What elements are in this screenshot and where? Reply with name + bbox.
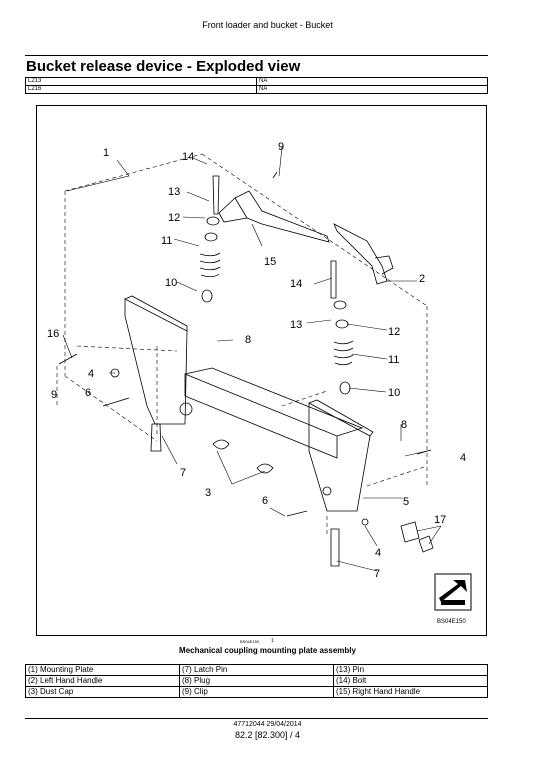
callout-label: 4 (460, 452, 466, 464)
value-cell: NA (256, 77, 488, 86)
exploded-view-diagram: 1 2 3 4 4 4 5 6 6 7 7 8 8 9 9 10 10 11 1… (36, 105, 487, 636)
callout-label: 17 (434, 514, 446, 526)
callout-label: 9 (278, 141, 284, 153)
callout-label: 8 (401, 419, 407, 431)
legend-cell: (1) Mounting Plate (25, 664, 180, 676)
callout-label: 7 (180, 467, 186, 479)
callout-label: 15 (264, 256, 276, 268)
callout-label: 10 (388, 387, 400, 399)
callout-label: 6 (262, 495, 268, 507)
callout-label: 16 (47, 328, 59, 340)
footer-page-number: 82.2 [82.300] / 4 (234, 730, 301, 740)
callout-label: 11 (388, 354, 399, 366)
callout-label: 6 (85, 387, 91, 399)
callout-label: 4 (88, 368, 94, 380)
parts-legend-table: (1) Mounting Plate (7) Latch Pin (13) Pi… (25, 664, 488, 698)
callout-label: 4 (375, 547, 381, 559)
callout-label: 10 (165, 277, 177, 289)
footer-rule (25, 718, 488, 719)
legend-cell: (8) Plug (179, 675, 334, 687)
direction-arrow-badge (434, 573, 472, 611)
callout-label: 11 (161, 235, 172, 247)
figure-code: BS04E150 (240, 639, 260, 644)
callout-label: 5 (403, 496, 409, 508)
callout-label: 13 (168, 186, 180, 198)
section-title: Bucket release device - Exploded view (26, 58, 301, 75)
page-header: Front loader and bucket - Bucket (202, 20, 333, 30)
callout-label: 9 (51, 389, 57, 401)
callout-label: 14 (182, 151, 194, 163)
callout-label: 12 (168, 212, 180, 224)
callout-label: 1 (103, 147, 109, 159)
callout-label: 14 (290, 278, 302, 290)
figure-index: 1 (271, 638, 274, 644)
figure-code-badge: BS04E150 (437, 619, 466, 625)
table-row: L216 NA (25, 85, 488, 94)
legend-cell: (15) Right Hand Handle (333, 686, 488, 698)
callout-label: 3 (205, 487, 211, 499)
legend-cell: (2) Left Hand Handle (25, 675, 180, 687)
legend-cell: (7) Latch Pin (179, 664, 334, 676)
table-row: (1) Mounting Plate (7) Latch Pin (13) Pi… (25, 664, 488, 676)
model-cell: L216 (25, 85, 257, 94)
callout-label: 7 (374, 568, 380, 580)
model-cell: L213 (25, 77, 257, 86)
legend-cell: (3) Dust Cap (25, 686, 180, 698)
model-applicability-table: L213 NA L216 NA (25, 77, 488, 94)
value-cell: NA (256, 85, 488, 94)
callout-label: 8 (245, 334, 251, 346)
callout-label: 13 (290, 319, 302, 331)
table-row: (3) Dust Cap (9) Clip (15) Right Hand Ha… (25, 686, 488, 698)
legend-cell: (14) Bolt (333, 675, 488, 687)
table-row: (2) Left Hand Handle (8) Plug (14) Bolt (25, 675, 488, 687)
footer-doc-number: 47712044 29/04/2014 (233, 721, 302, 728)
table-row: L213 NA (25, 77, 488, 86)
figure-caption: Mechanical coupling mounting plate assem… (179, 646, 356, 655)
callout-label: 2 (419, 273, 425, 285)
exploded-view-drawing: 1 2 3 4 4 4 5 6 6 7 7 8 8 9 9 10 10 11 1… (47, 141, 472, 625)
header-rule (25, 55, 488, 56)
legend-cell: (13) Pin (333, 664, 488, 676)
callout-label: 12 (388, 326, 400, 338)
legend-cell: (9) Clip (179, 686, 334, 698)
